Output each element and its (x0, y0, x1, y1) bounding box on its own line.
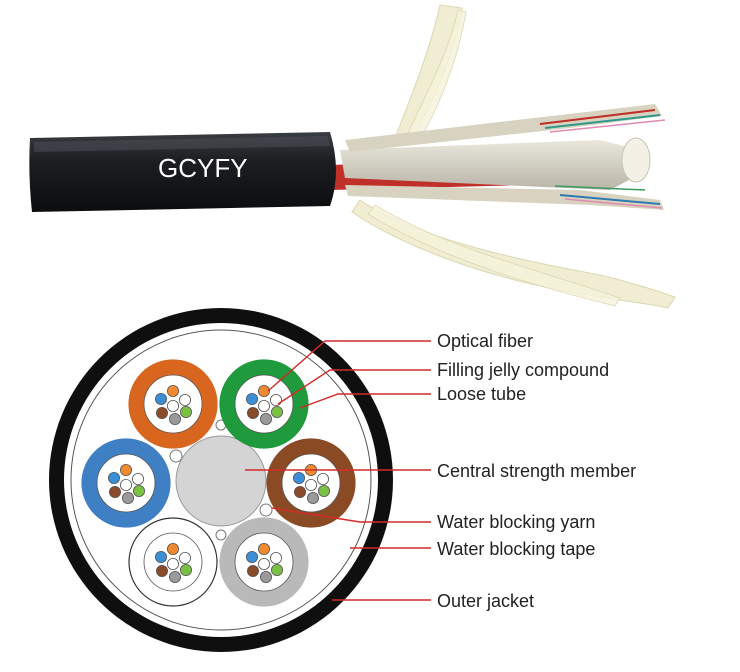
label-water-blocking-tape: Water blocking tape (437, 539, 595, 559)
central-member-end (621, 137, 651, 183)
fiber-orange (166, 543, 179, 556)
fiber-blue (108, 471, 121, 484)
fiber-green (317, 484, 330, 497)
tube-lower-fibers (345, 185, 664, 210)
fiber-gray (306, 491, 319, 504)
yarn-circle (169, 449, 183, 463)
cable-jacket-highlight (34, 136, 330, 152)
loose-tube-gray (219, 517, 309, 607)
fiber-green (270, 405, 283, 418)
fiber-gray (168, 571, 181, 584)
tube-upper-fibers (345, 104, 662, 152)
fiber-brown (109, 485, 122, 498)
fiber-brown (155, 565, 168, 578)
fiber-center (257, 558, 270, 571)
cable-photo: GCYFY (29, 4, 676, 309)
fiber-strand-4 (559, 194, 661, 205)
fiber-orange (257, 543, 270, 556)
fiber-brown (246, 565, 259, 578)
cable-cross-section (49, 308, 393, 652)
fiber-gray (122, 491, 135, 504)
loose-tube-blue (81, 438, 171, 528)
label-water-blocking-yarn: Water blocking yarn (437, 512, 595, 532)
callouts: Optical fiber Filling jelly compound Loo… (245, 331, 636, 611)
fiber-gray (168, 412, 181, 425)
fiber-orange (120, 463, 133, 476)
fiber-strand-5 (564, 198, 663, 209)
fiber-blue (292, 471, 305, 484)
leader-line-optical-fiber (267, 340, 431, 392)
inner-sheath-line (70, 329, 372, 631)
fiber-center (304, 478, 317, 491)
fiber-gray (259, 412, 272, 425)
fiber-orange (257, 384, 270, 397)
leader-line-water-blocking-yarn (271, 507, 431, 523)
fiber-white (178, 552, 191, 565)
fiber-white (131, 472, 144, 485)
fiber-strand-6 (554, 185, 646, 191)
fiber-white (316, 472, 329, 485)
cable-print-text: GCYFY (158, 153, 248, 183)
label-loose-tube: Loose tube (437, 384, 526, 404)
fiber-center (166, 558, 179, 571)
aramid-yarn-upper-2 (404, 9, 467, 143)
leader-line-filling-jelly-compound (277, 369, 431, 405)
loose-tube-orange (128, 359, 218, 449)
fiber-brown (155, 406, 168, 419)
fiber-blue (245, 551, 258, 564)
fiber-strand-2 (544, 114, 661, 129)
label-filling-jelly-compound: Filling jelly compound (437, 360, 609, 380)
fiber-brown (293, 485, 306, 498)
fiber-strand-1 (539, 109, 656, 125)
label-optical-fiber: Optical fiber (437, 331, 533, 351)
fiber-orange (166, 384, 179, 397)
fiber-white (269, 393, 282, 406)
fiber-white (178, 393, 191, 406)
fiber-blue (154, 551, 167, 564)
loose-tube-white (128, 517, 218, 607)
fiber-green (132, 484, 145, 497)
loose-tubes (81, 359, 356, 607)
fiber-center (166, 399, 179, 412)
fiber-green (179, 405, 192, 418)
fiber-gray (259, 571, 272, 584)
aramid-yarn-lower (351, 199, 676, 309)
loose-tube-green (219, 359, 309, 449)
fiber-brown (246, 406, 259, 419)
cable-jacket (29, 132, 336, 212)
aramid-yarn-lower-2 (367, 204, 621, 307)
label-central-strength-member: Central strength member (437, 461, 636, 481)
loose-tube-brown (266, 438, 356, 528)
leader-line-loose-tube (299, 393, 431, 409)
fiber-center (120, 478, 133, 491)
fiber-center (257, 399, 270, 412)
fiber-white (269, 552, 282, 565)
label-outer-jacket: Outer jacket (437, 591, 534, 611)
yarn-circle (259, 503, 273, 517)
fiber-strand-3 (549, 119, 666, 133)
fiber-blue (154, 392, 167, 405)
yarn-circle (215, 529, 227, 541)
tube-white-center (340, 140, 648, 190)
fiber-blue (245, 392, 258, 405)
central-strength-member-circle (175, 435, 267, 527)
fiber-green (270, 564, 283, 577)
fiber-green (179, 564, 192, 577)
